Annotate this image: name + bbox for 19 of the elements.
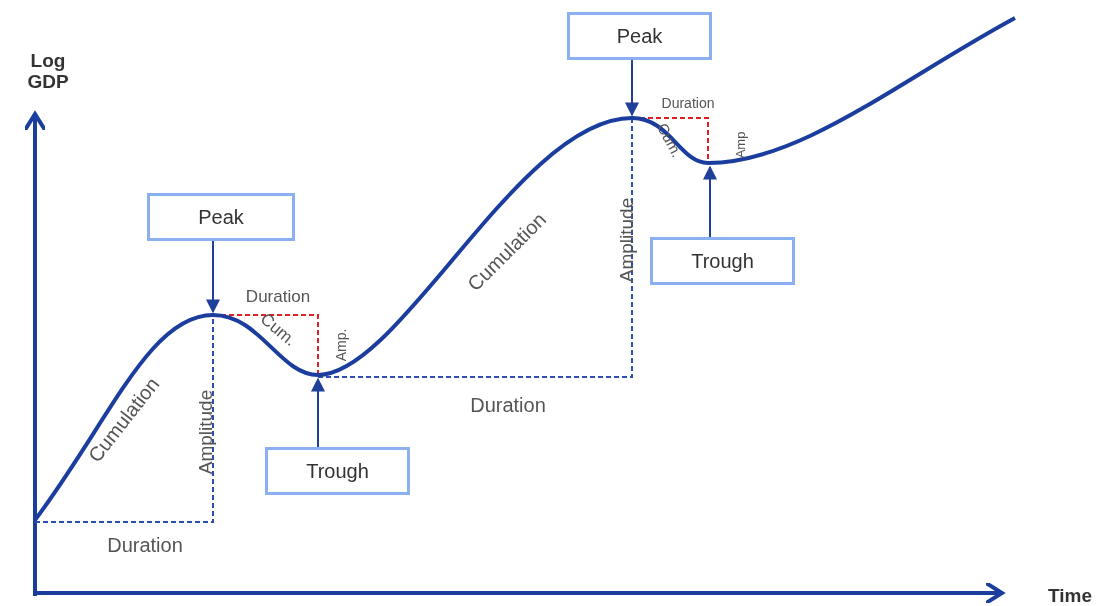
trough-box: Trough bbox=[265, 447, 410, 495]
arrow bbox=[625, 59, 639, 117]
arrow bbox=[703, 165, 717, 238]
peak-box: Peak bbox=[147, 193, 295, 241]
dimension-label: Amp bbox=[732, 131, 748, 159]
dimension-label: Duration bbox=[661, 95, 715, 111]
dimension-label: Duration bbox=[107, 533, 183, 557]
dimension-label: Duration bbox=[245, 287, 311, 307]
trough-box: Trough bbox=[650, 237, 795, 285]
arrow bbox=[206, 240, 220, 314]
dimension-label: Amp. bbox=[333, 328, 349, 362]
axis-title: Time bbox=[1048, 585, 1092, 606]
dimension-label: Amplitude bbox=[195, 389, 217, 475]
peak-box: Peak bbox=[567, 12, 712, 60]
dimension-label: Amplitude bbox=[616, 197, 638, 283]
axis-title: Log GDP bbox=[26, 51, 70, 93]
dimension-label: Duration bbox=[470, 393, 546, 417]
arrow bbox=[311, 377, 325, 448]
dimension-label: Cum. bbox=[654, 120, 686, 160]
